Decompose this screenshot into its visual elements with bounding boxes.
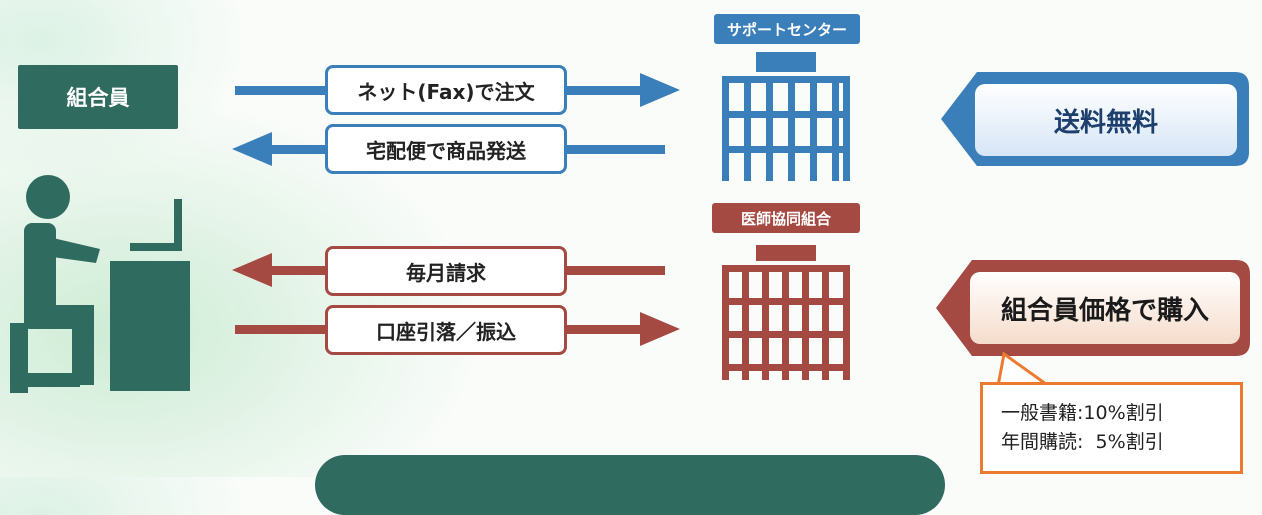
- bottom-banner: [315, 455, 945, 515]
- member-label: 組合員: [18, 65, 178, 129]
- coop-label: 医師協同組合: [740, 209, 831, 228]
- pay-arrowhead: [640, 312, 680, 346]
- note-pointer: [996, 351, 1047, 386]
- bill-label: 毎月請求: [406, 260, 486, 285]
- coop-tag: 医師協同組合: [712, 203, 860, 233]
- free-shipping-text: 送料無料: [1053, 107, 1158, 138]
- pay-label-box: 口座引落／振込: [325, 305, 567, 355]
- member-price-callout-shape: [936, 260, 1250, 356]
- discount-subscription: 年間購読: 5%割引: [1001, 431, 1164, 453]
- member-label-text: 組合員: [66, 86, 130, 110]
- pay-label: 口座引落／振込: [376, 319, 516, 344]
- discount-note-box: 一般書籍:10%割引 年間購読: 5%割引: [980, 382, 1243, 474]
- support-center-building-icon: [722, 52, 850, 181]
- ship-label-box: 宅配便で商品発送: [325, 124, 567, 174]
- free-shipping-callout-shape: [941, 72, 1249, 166]
- bill-arrowhead: [232, 253, 272, 287]
- order-arrowhead: [640, 73, 680, 107]
- member-price-text: 組合員価格で購入: [1000, 295, 1209, 326]
- coop-building-icon: [722, 245, 850, 380]
- bill-label-box: 毎月請求: [325, 246, 567, 296]
- person-at-desk-icon: [10, 175, 190, 393]
- ship-arrowhead: [232, 132, 272, 166]
- discount-general: 一般書籍:10%割引: [1001, 401, 1164, 424]
- support-center-label: サポートセンター: [726, 20, 847, 39]
- ship-label: 宅配便で商品発送: [366, 138, 526, 163]
- order-label: ネット(Fax)で注文: [357, 79, 535, 104]
- order-label-box: ネット(Fax)で注文: [325, 65, 567, 115]
- support-center-tag: サポートセンター: [714, 14, 860, 44]
